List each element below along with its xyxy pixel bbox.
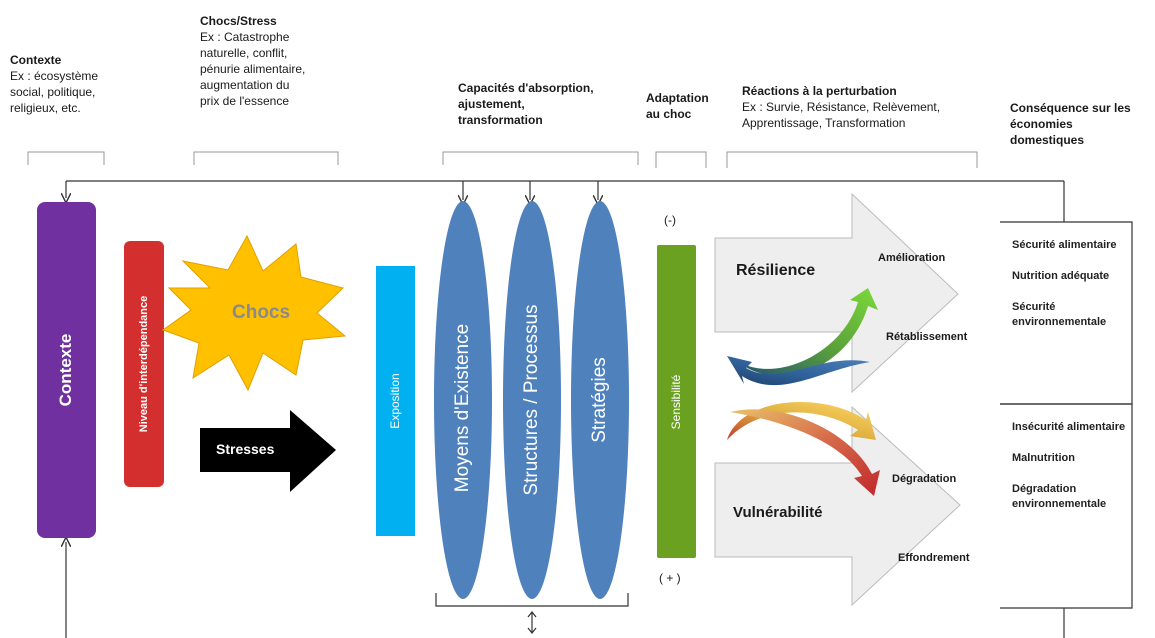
header-capacites-line: transformation (458, 113, 543, 127)
bracket-capacites (442, 151, 639, 165)
moyens-label: Moyens d'Existence (452, 323, 473, 493)
chocs-star (161, 234, 347, 392)
header-reactions-title: Réactions à la perturbation (742, 84, 897, 98)
header-reactions: Réactions à la perturbation Ex : Survie,… (742, 83, 940, 131)
header-consequence-line: Conséquence sur les (1010, 101, 1131, 115)
red-curve-arrow (730, 409, 880, 496)
outcomes-positive: Sécurité alimentaire Nutrition adéquate … (1012, 238, 1127, 346)
header-consequence-line: économies (1010, 117, 1073, 131)
header-brackets (27, 151, 978, 168)
bracket-chocs (193, 151, 339, 165)
header-capacites-line: ajustement, (458, 97, 525, 111)
header-adaptation-line: au choc (646, 107, 692, 121)
effondrement-label: Effondrement (898, 552, 970, 564)
ellipse-moyens (434, 201, 492, 599)
header-adaptation-line: Adaptation (646, 91, 709, 105)
interdependance-bar (124, 241, 164, 487)
header-reactions-line: Ex : Survie, Résistance, Relèvement, (742, 100, 941, 114)
contexte-bar (37, 202, 96, 538)
header-chocs: Chocs/Stress Ex : Catastrophe naturelle,… (200, 13, 305, 109)
outcome-item: Malnutrition (1012, 452, 1075, 464)
ellipse-strategies (571, 201, 629, 599)
blue-curve-arrow (727, 356, 870, 386)
resilience-label: Résilience (736, 262, 816, 279)
header-chocs-line: naturelle, conflit, (200, 46, 288, 60)
outcome-boxes (1000, 221, 1133, 609)
outcome-box-negative (1000, 403, 1133, 609)
bracket-reactions (726, 151, 978, 168)
strategies-label: Stratégies (589, 357, 610, 443)
resilience-arrow (714, 192, 959, 394)
header-capacites-line: Capacités d'absorption, (458, 81, 594, 95)
header-capacites: Capacités d'absorption, ajustement, tran… (458, 80, 594, 128)
header-chocs-line: Ex : Catastrophe (200, 30, 290, 44)
bracket-ellipses (435, 593, 629, 634)
header-contexte-line: Ex : écosystème (10, 69, 99, 83)
amelioration-label: Amélioration (878, 252, 946, 264)
top-connector (66, 180, 1065, 638)
interdependance-label: Niveau d'interdépendance (138, 295, 150, 433)
bracket-adaptation (655, 151, 707, 168)
header-chocs-line: pénurie alimentaire, (200, 62, 306, 76)
chocs-label: Chocs (232, 302, 291, 323)
outcome-item: Nutrition adéquate (1012, 270, 1110, 282)
outcome-item: Sécurité alimentaire (1012, 239, 1117, 251)
exposition-label: Exposition (388, 373, 402, 429)
sensibilite-label: Sensibilité (669, 374, 683, 430)
header-chocs-title: Chocs/Stress (200, 14, 277, 28)
plus-marker: ( + ) (659, 571, 681, 585)
header-chocs-line: prix de l'essence (200, 94, 290, 108)
header-contexte-line: social, politique, (10, 85, 96, 99)
stresses-arrow (200, 410, 336, 492)
degradation-label: Dégradation (892, 473, 957, 485)
header-reactions-line: Apprentissage, Transformation (742, 116, 906, 130)
header-contexte-title: Contexte (10, 53, 62, 67)
sensibilite-bar (657, 245, 696, 558)
header-consequence: Conséquence sur les économies domestique… (1010, 100, 1131, 148)
contexte-label: Contexte (56, 333, 75, 407)
outcome-item: Sécurité environnementale (1012, 301, 1107, 328)
vulnerabilite-label: Vulnérabilité (733, 504, 823, 521)
minus-marker: (-) (664, 213, 676, 227)
header-contexte-line: religieux, etc. (10, 101, 81, 115)
outcome-item: Insécurité alimentaire (1012, 421, 1126, 433)
outcome-item: Dégradation environnementale (1012, 483, 1107, 510)
exposition-bar (376, 266, 415, 536)
header-chocs-line: augmentation du (200, 78, 290, 92)
bracket-contexte (27, 151, 105, 165)
header-contexte: Contexte Ex : écosystème social, politiq… (10, 52, 98, 116)
retablissement-label: Rétablissement (886, 331, 968, 343)
ellipse-structures (503, 201, 561, 599)
stresses-label: Stresses (216, 441, 275, 457)
structures-label: Structures / Processus (521, 304, 542, 496)
header-consequence-line: domestiques (1010, 133, 1085, 147)
header-adaptation: Adaptation au choc (646, 90, 709, 122)
green-curve-arrow (727, 288, 878, 377)
outcomes-negative: Insécurité alimentaire Malnutrition Dégr… (1012, 420, 1127, 528)
